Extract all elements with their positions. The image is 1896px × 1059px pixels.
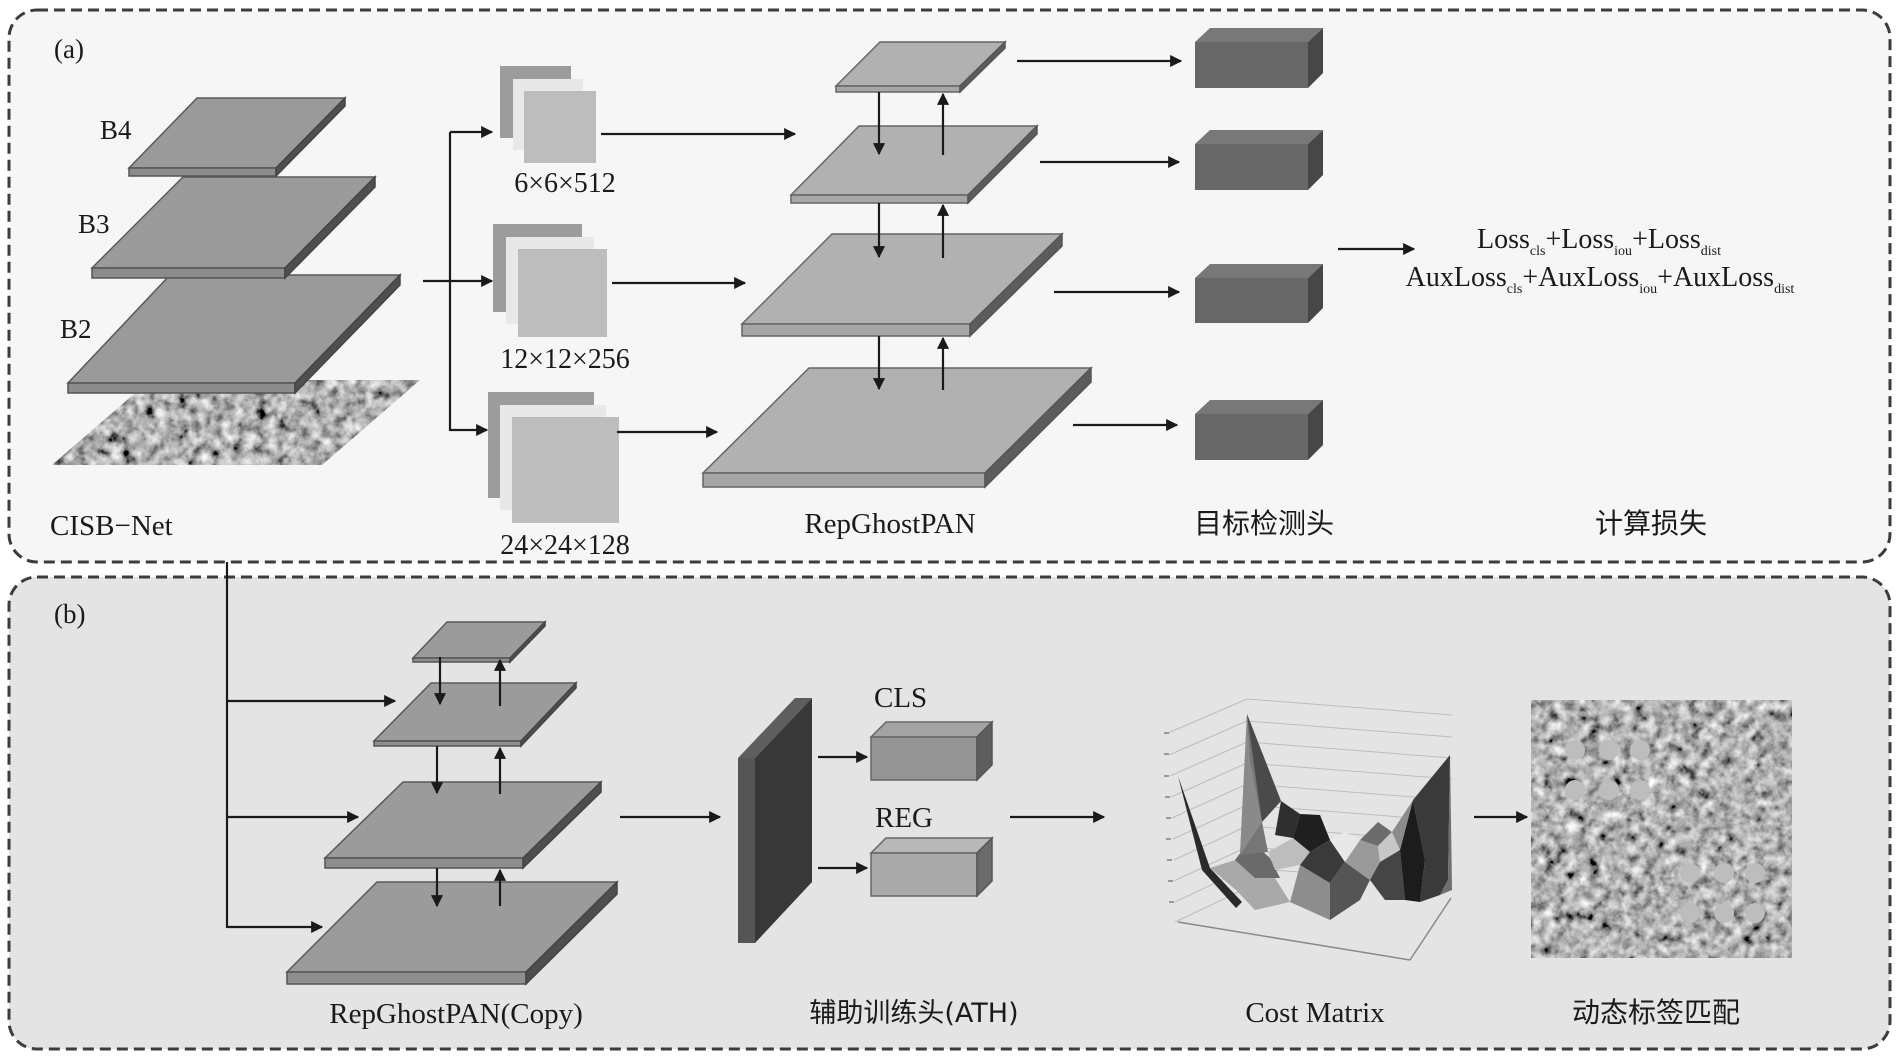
cost-matrix-plot [1164, 698, 1453, 961]
panel-a-label: (a) [54, 34, 84, 64]
cost-matrix-axis-ticks [1164, 732, 1174, 903]
repghostpan [701, 40, 1093, 489]
loss-formula-aux: AuxLosscls+AuxLossiou+AuxLossdist [1406, 262, 1795, 297]
stage-plate-b3 [90, 175, 377, 280]
pan-level-1 [834, 40, 1007, 94]
matched-points-group-2 [1680, 863, 1765, 923]
label-assignment-image [1531, 700, 1792, 958]
label-assignment-label: 动态标签匹配 [1572, 996, 1740, 1029]
ath-cls-label: CLS [874, 682, 927, 714]
copy-level-1 [411, 620, 547, 664]
pan-level-3 [740, 232, 1064, 338]
ath-feature-slab [738, 698, 812, 943]
auxiliary-training-head: CLS REG [738, 682, 994, 943]
neck-label: RepGhostPAN [804, 508, 975, 540]
backbone-to-copy-connector [225, 562, 397, 934]
pan-level-2 [789, 124, 1039, 205]
loss-label: 计算损失 [1595, 507, 1707, 540]
stage-plate-b2 [66, 273, 402, 395]
feature-map-label-3: 24×24×128 [500, 530, 630, 561]
ath-label: 辅助训练头(ATH) [809, 998, 1018, 1029]
pan-level-4 [701, 366, 1093, 489]
stage-plate-b4 [127, 96, 347, 178]
copy-level-2 [372, 681, 578, 748]
panel-b: (b) [7, 562, 1892, 1051]
ath-cls-branch [869, 720, 994, 782]
detection-head-4 [1195, 400, 1323, 460]
feature-map-stack-1 [500, 66, 596, 163]
feature-map-label-1: 6×6×512 [514, 168, 616, 199]
panel-a: (a) B4 B3 B2 CISB−N [7, 8, 1892, 564]
copy-level-4 [285, 880, 619, 986]
matched-points-group-1 [1565, 740, 1650, 800]
detection-heads [1195, 28, 1323, 460]
copy-level-3 [323, 780, 603, 870]
detection-head-1 [1195, 28, 1323, 88]
cost-matrix-surface [1178, 714, 1452, 920]
detection-head-3 [1195, 264, 1323, 323]
ath-reg-branch [869, 836, 994, 898]
detection-head-label: 目标检测头 [1194, 507, 1334, 540]
feature-map-stack-2 [493, 224, 607, 337]
stage-label-b2: B2 [60, 314, 92, 344]
detection-head-2 [1195, 130, 1323, 190]
stage-label-b4: B4 [100, 115, 132, 145]
stage-label-b3: B3 [78, 209, 110, 239]
feature-map-label-2: 12×12×256 [500, 344, 630, 375]
backbone-label: CISB−Net [50, 510, 173, 542]
repghostpan-copy [285, 620, 619, 986]
loss-formula-main: Losscls+Lossiou+Lossdist [1477, 224, 1721, 259]
neck-copy-label: RepGhostPAN(Copy) [329, 998, 583, 1030]
ath-reg-label: REG [875, 802, 933, 834]
panel-b-label: (b) [54, 599, 85, 629]
cost-matrix-label: Cost Matrix [1245, 997, 1385, 1029]
feature-map-stack-3 [488, 392, 619, 523]
backbone-fanout-connector [423, 125, 494, 437]
